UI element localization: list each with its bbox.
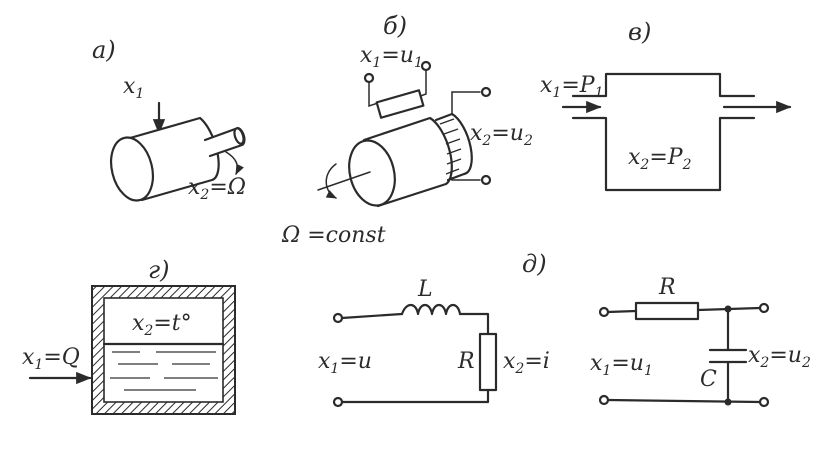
rc-output-label: x2=u2 (748, 343, 811, 371)
vessel-bottom (571, 116, 756, 192)
panel-b-output-terminal-top (480, 86, 492, 98)
generator-cylinder (348, 112, 473, 208)
liquid-lines (110, 351, 218, 391)
rc-capacitor-label: C (700, 367, 717, 392)
rc-output-terminal-bottom (758, 396, 770, 408)
rl-inductor-label: L (417, 277, 433, 302)
shaft-cylinder (110, 116, 246, 202)
rl-input-terminal-top (332, 312, 344, 324)
panel-b: б) x1=u1 (281, 12, 533, 248)
panel-v-output-label: x2=P2 (628, 145, 692, 173)
rc-output-terminal-top (758, 302, 770, 314)
tank-interior (103, 297, 224, 403)
panel-v-input-label: x1=P1 (540, 73, 604, 101)
rl-output-label: x2=i (503, 349, 550, 377)
rl-resistor (478, 332, 498, 392)
panel-b-rotation-arrow (325, 163, 337, 199)
panel-d-letter: д) (522, 250, 547, 278)
panel-v: в) x1=P1 x2=P2 (540, 18, 792, 192)
panel-a-rotation-arrow (225, 151, 244, 175)
panel-b-output-terminal-bottom (480, 174, 492, 186)
panel-d: д) L R x1=u x2=i (318, 250, 811, 408)
panel-g: г) x2=t° x1=Q (22, 256, 236, 415)
rc-resistor-label: R (658, 275, 676, 300)
rc-input-label: x1=u1 (590, 351, 653, 379)
panel-b-output-label: x2=u2 (470, 121, 533, 149)
panel-b-input-terminal-right (420, 60, 432, 72)
rc-circuit: R C x1=u1 x2=u2 (590, 275, 811, 408)
inductor-coil (400, 303, 462, 316)
rl-input-label: x1=u (318, 349, 372, 377)
field-winding (375, 89, 425, 119)
panel-a-input-label: x1 (123, 74, 144, 102)
panel-a-letter: а) (92, 36, 116, 64)
panel-g-input-label: x1=Q (22, 345, 80, 373)
rc-input-terminal-top (598, 306, 610, 318)
rl-input-terminal-bottom (332, 396, 344, 408)
panel-b-speed-label: Ω =const (281, 223, 386, 248)
panel-v-letter: в) (628, 18, 651, 46)
panel-a: а) x1 x2=Ω (92, 36, 246, 203)
panel-g-output-label: x2=t° (132, 311, 192, 339)
panel-b-letter: б) (383, 12, 407, 40)
panel-g-letter: г) (148, 256, 170, 284)
rl-circuit: L R x1=u x2=i (318, 277, 550, 408)
panel-a-output-label: x2=Ω (188, 175, 246, 203)
rc-resistor (634, 301, 700, 321)
rc-input-terminal-bottom (598, 394, 610, 406)
panel-b-input-terminal-left (363, 72, 375, 84)
panel-b-input-label: x1=u1 (360, 43, 423, 71)
vessel-top (571, 72, 756, 98)
rl-resistor-label: R (457, 349, 475, 374)
